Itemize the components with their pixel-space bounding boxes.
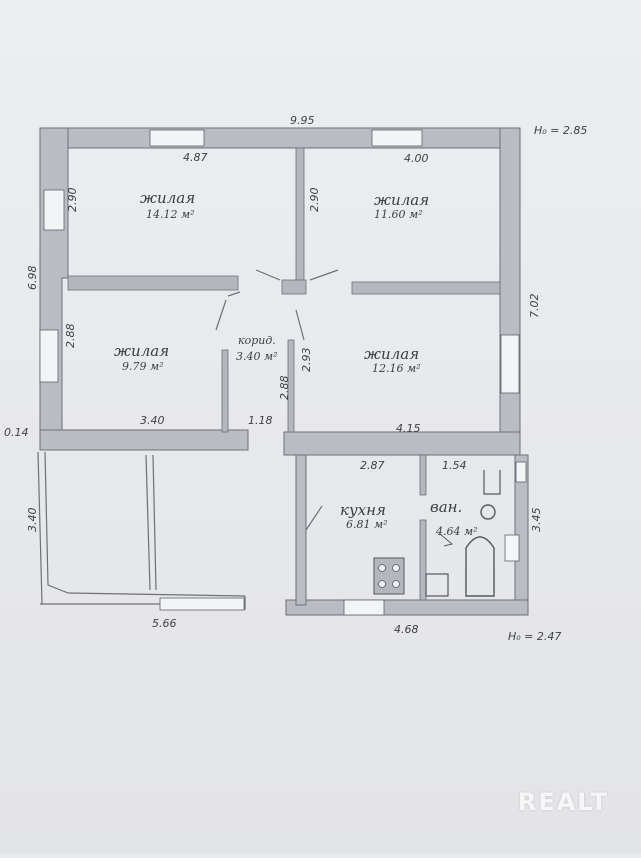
window-veranda-bottom <box>159 597 245 611</box>
partition-corridor-left <box>221 349 229 433</box>
partition-vertical-top <box>295 147 305 281</box>
room-area: 3.40 м² <box>236 350 278 363</box>
veranda-partition <box>145 454 151 591</box>
dimension-label: 4.87 <box>183 151 208 164</box>
room-area: 9.79 м² <box>122 360 164 373</box>
wall-top <box>46 127 521 149</box>
veranda-left-wall <box>37 451 43 605</box>
dimension-label: 4.68 <box>394 623 419 636</box>
room-area: 6.81 м² <box>346 518 388 531</box>
dimension-label: 6.98 <box>26 266 39 291</box>
wall-right <box>499 127 521 456</box>
dimension-label: 2.88 <box>64 324 77 349</box>
room-label: кухня <box>340 501 386 519</box>
stove-icon <box>373 557 405 595</box>
room-area: 14.12 м² <box>146 208 195 221</box>
partition-corridor-right <box>287 339 295 433</box>
partition-left-horizontal <box>67 275 239 291</box>
veranda-bottom-wall-inner <box>67 592 246 597</box>
room-label: жилая <box>140 189 195 207</box>
dimension-label: 4.00 <box>404 152 429 165</box>
ceiling-height-bottom: H₀ = 2.47 <box>508 630 561 643</box>
door-swing-room2 <box>309 269 339 281</box>
realt-watermark: REALT <box>517 788 609 816</box>
room-label: жилая <box>114 342 169 360</box>
window-right <box>500 334 520 394</box>
room-label: корид. <box>238 334 276 347</box>
room-label: жилая <box>364 345 419 363</box>
room-label: ван. <box>430 498 462 516</box>
ceiling-height-top: H₀ = 2.85 <box>534 124 587 137</box>
sink-icon <box>425 573 449 597</box>
window-left-upper <box>43 189 65 231</box>
wall-mid-bottom-left <box>39 429 249 451</box>
window-top-left <box>149 129 205 147</box>
veranda-walls <box>37 451 246 610</box>
window-kitchen-bottom <box>343 599 385 616</box>
room-area: 4.64 м² <box>435 525 478 538</box>
dimension-label: 9.95 <box>290 114 315 127</box>
veranda-left-wall-inner <box>44 451 69 594</box>
room-labels: жилая 14.12 м² жилая 11.60 м² жилая 9.79… <box>114 189 478 538</box>
bathtub-icon <box>465 536 495 597</box>
dimension-label: 3.45 <box>530 508 543 533</box>
partition-kitchen-bath-lower <box>419 519 427 601</box>
dimension-label: 2.93 <box>300 348 313 373</box>
burner-icon <box>378 580 386 588</box>
dimension-label: 5.66 <box>152 617 177 630</box>
dimension-label: 2.87 <box>360 459 385 472</box>
dimension-label: 3.40 <box>26 508 39 533</box>
room-label: жилая <box>374 191 429 209</box>
partition-right-horizontal <box>351 281 501 295</box>
wall-left-upper <box>39 127 69 433</box>
door-swing-kitchen <box>305 505 323 531</box>
burner-icon <box>392 580 400 588</box>
dimension-label: 7.02 <box>528 294 541 319</box>
dimension-label: 2.90 <box>66 188 79 213</box>
burner-icon <box>378 564 386 572</box>
toilet-icon <box>483 470 501 495</box>
dimension-labels: 9.95 4.87 4.00 2.87 1.54 3.40 1.18 4.15 … <box>4 114 587 643</box>
veranda-partition-2 <box>152 454 157 591</box>
window-top-right <box>371 129 423 147</box>
partition-chimney <box>281 279 307 295</box>
wall-extension-left <box>295 454 307 606</box>
room-area: 12.16 м² <box>372 362 421 375</box>
door-swing-corridor <box>227 291 241 297</box>
dimension-label: 1.54 <box>442 459 467 472</box>
dimension-label: 4.15 <box>396 422 421 435</box>
fixtures <box>373 470 501 597</box>
door-swing-room3 <box>215 299 227 331</box>
windows <box>39 129 527 616</box>
burner-icon <box>392 564 400 572</box>
washbasin-icon <box>480 504 496 520</box>
window-left-lower <box>39 329 59 383</box>
window-bath-right <box>504 534 520 562</box>
room-area: 11.60 м² <box>374 208 423 221</box>
door-swing-room4 <box>295 309 305 341</box>
dimension-label: 0.14 <box>4 426 29 439</box>
wall-mid-bottom-right <box>283 431 521 456</box>
dimension-label: 1.18 <box>248 414 273 427</box>
dimension-label: 2.88 <box>278 376 291 401</box>
dimension-label: 2.90 <box>308 188 321 213</box>
partition-kitchen-bath <box>419 454 427 496</box>
wall-extension-bottom-right <box>285 599 529 616</box>
door-swing-room1 <box>255 269 281 281</box>
outer-walls <box>39 127 529 616</box>
window-extension-right-top <box>515 461 527 483</box>
dimension-label: 3.40 <box>140 414 165 427</box>
arrow-icon <box>439 533 454 547</box>
interior-partitions <box>67 147 501 601</box>
